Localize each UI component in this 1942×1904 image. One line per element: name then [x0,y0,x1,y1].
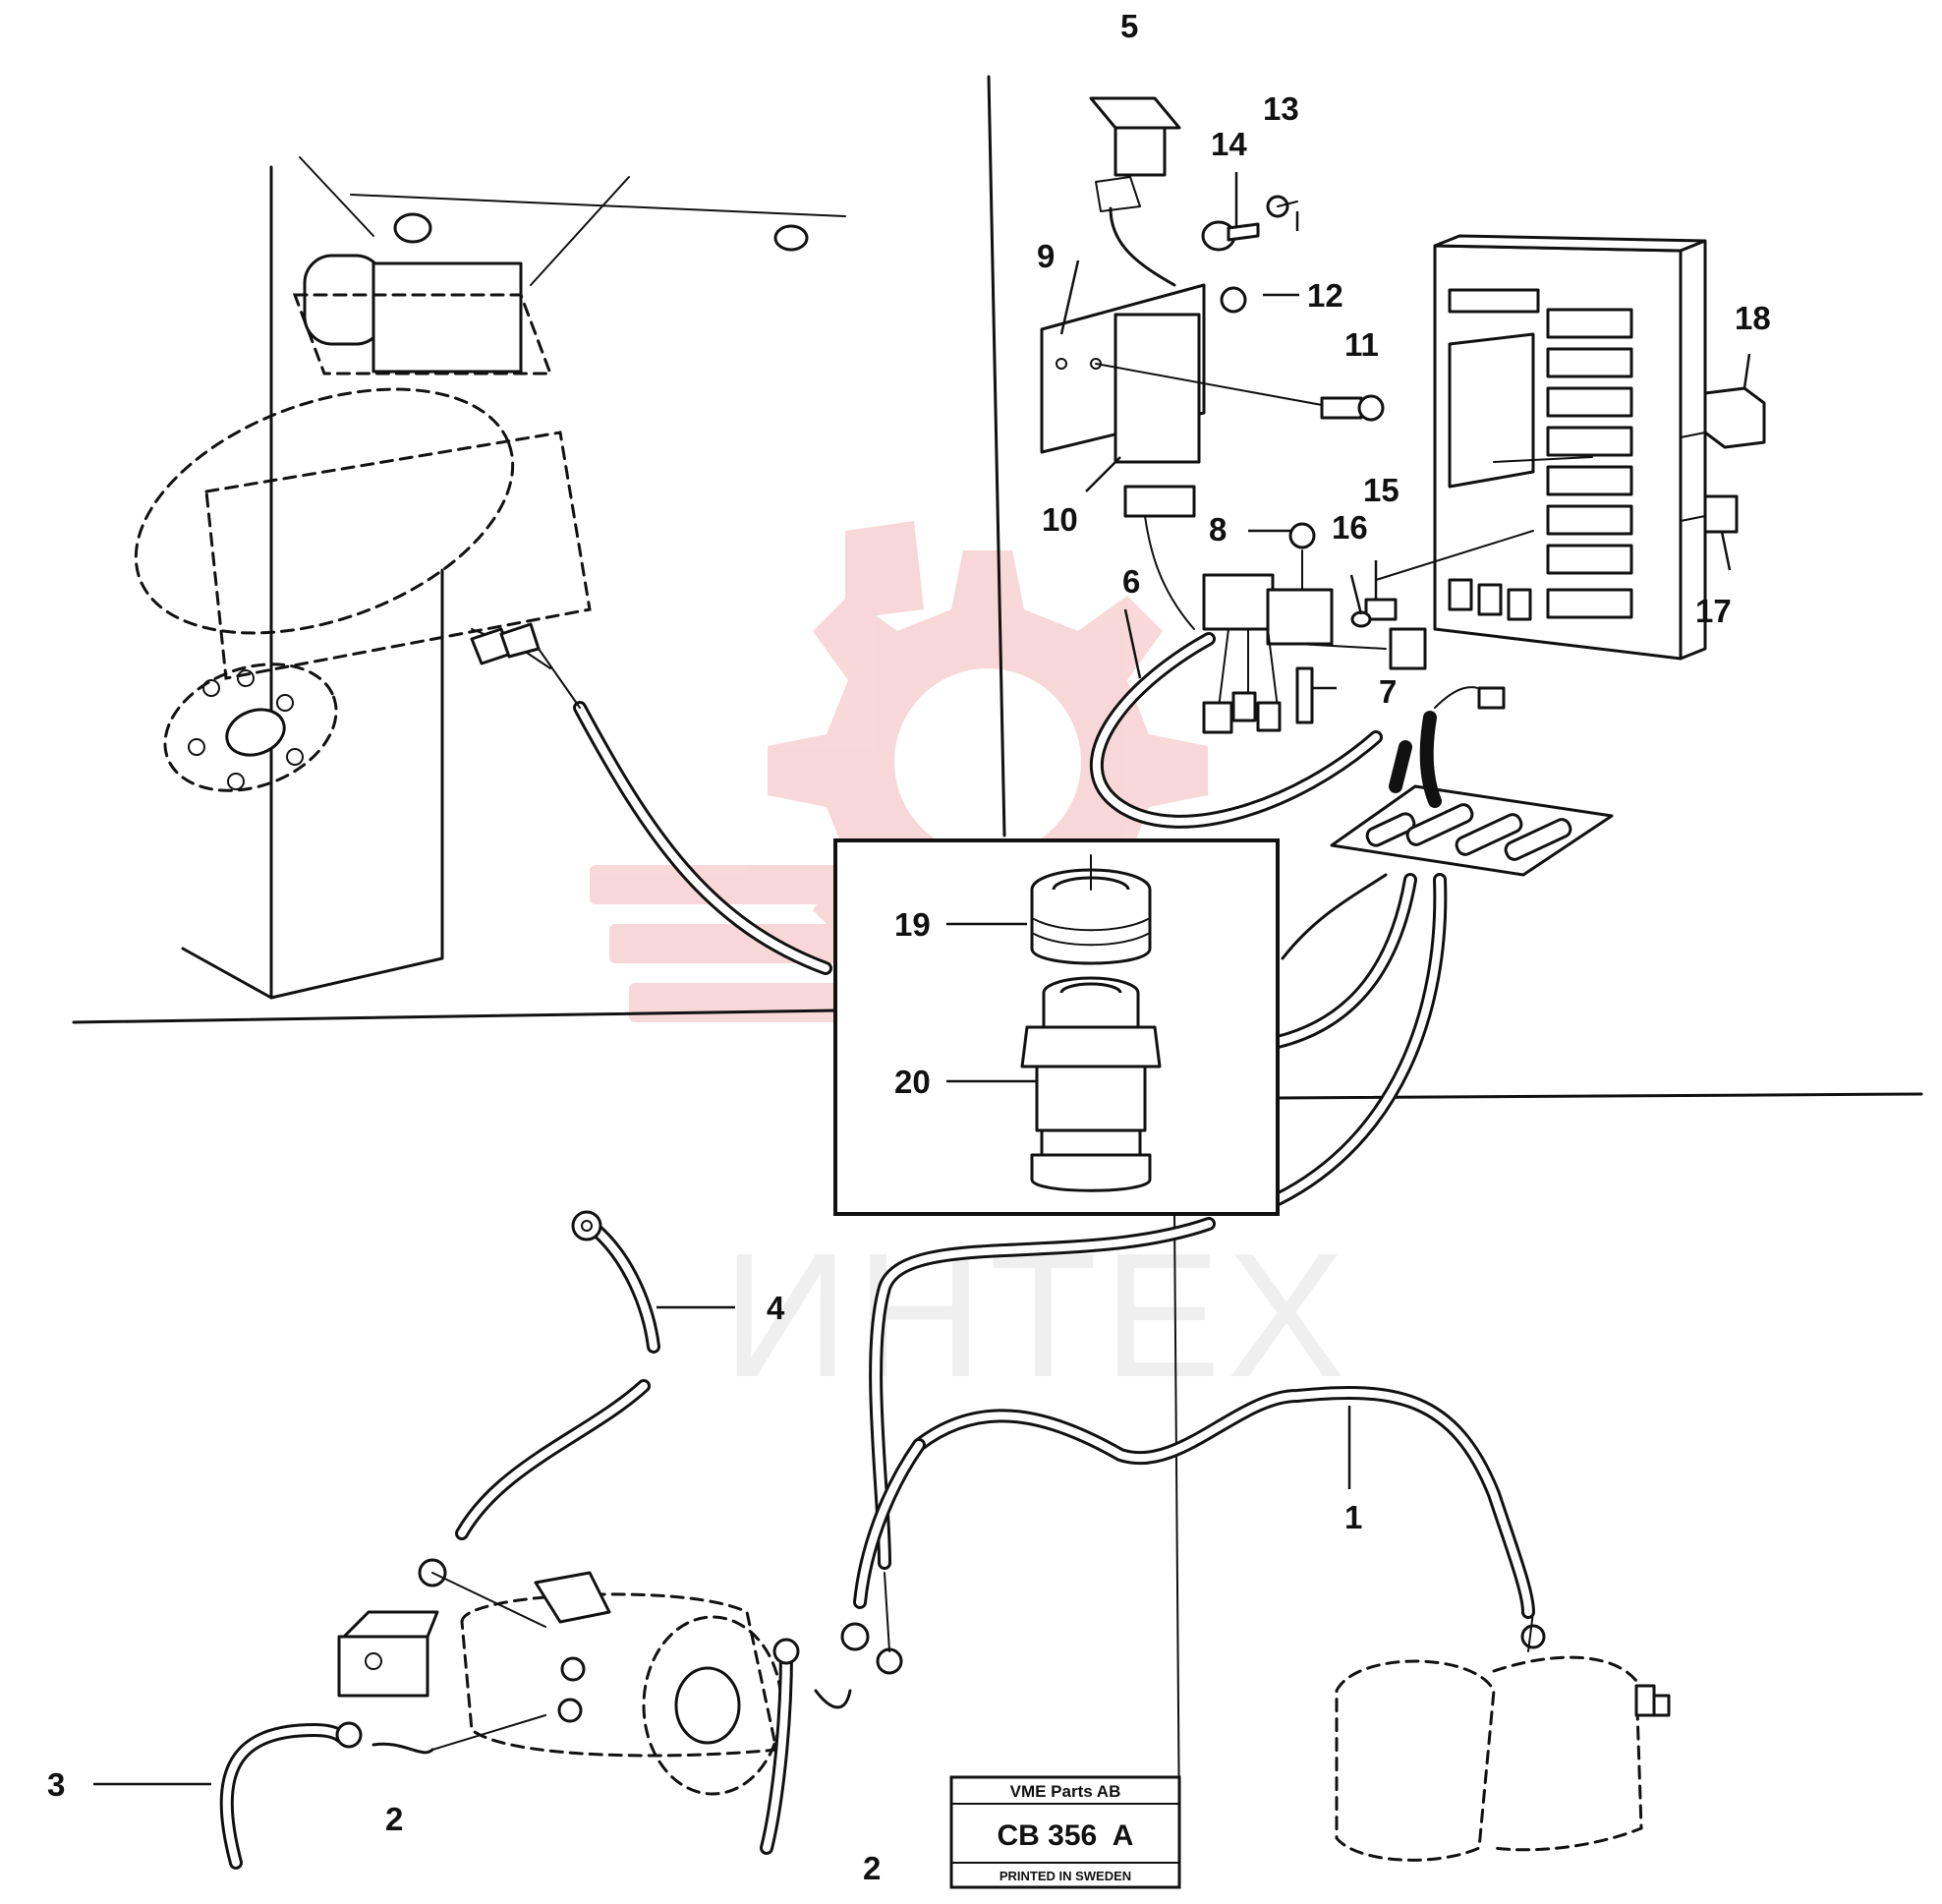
starter-motor-assembly [93,1210,1671,1870]
callout-6: 6 [1122,563,1140,600]
callout-18: 18 [1735,300,1771,336]
title-stamp: VME Parts AB CB 356 A PRINTED IN SWEDEN [949,1775,1181,1889]
callout-5: 5 [1120,8,1138,44]
motor-bracket-assembly [134,156,846,1000]
callout-4: 4 [767,1290,785,1326]
motor-cable [538,648,832,975]
callout-labels: 1 2 2 3 4 5 6 7 8 9 10 11 12 13 14 15 16… [47,8,1771,1886]
callout-20: 20 [894,1064,931,1100]
stamp-footer: PRINTED IN SWEDEN [1000,1869,1131,1883]
leader-lines [1059,172,1751,690]
callout-15: 15 [1363,472,1399,508]
callout-13: 13 [1263,90,1299,127]
frame-lines [72,75,1923,1834]
callout-3: 3 [47,1766,65,1803]
inset-detail-box [833,838,1280,1216]
callout-7: 7 [1379,673,1397,710]
callout-2-right: 2 [863,1850,881,1886]
callout-12: 12 [1307,277,1343,314]
callout-11: 11 [1344,326,1379,363]
callout-2-left: 2 [385,1801,403,1837]
stamp-code: CB 356 A [998,1819,1134,1852]
callout-16: 16 [1332,509,1368,546]
callout-19: 19 [894,906,931,943]
control-board-assembly [1040,96,1766,1206]
callout-1: 1 [1344,1499,1362,1535]
callout-17: 17 [1695,593,1732,629]
callout-10: 10 [1042,501,1078,538]
callout-8: 8 [1209,511,1227,548]
stamp-company: VME Parts AB [1010,1782,1121,1801]
callout-9: 9 [1037,238,1055,274]
callout-14: 14 [1211,126,1247,162]
